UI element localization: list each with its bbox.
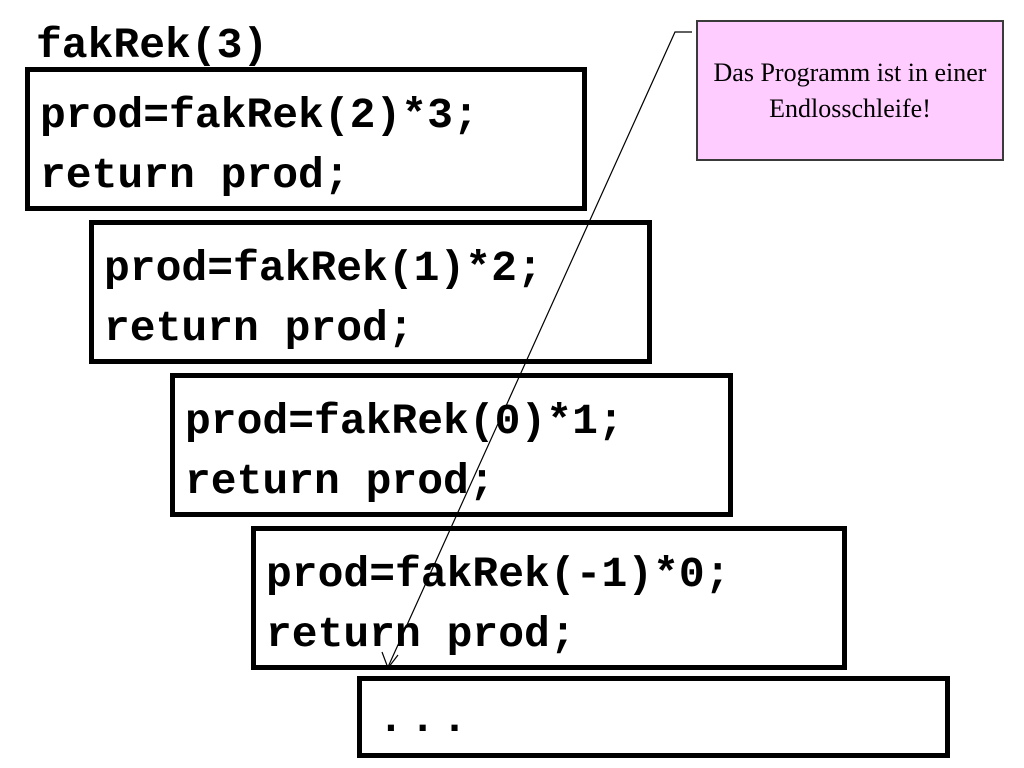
ellipsis-text: ... (378, 695, 474, 744)
callout-note: Das Programm ist in einer Endlosschleife… (696, 20, 1004, 161)
frame-1-line-1: prod=fakRek(2)*3; (40, 91, 479, 140)
callout-note-text: Das Programm ist in einer Endlosschleife… (713, 57, 987, 123)
call-title: fakRek(3) (36, 21, 269, 70)
frame-2-line-2: return prod; (104, 304, 414, 353)
frame-1-line-2: return prod; (40, 151, 350, 200)
frame-3-line-1: prod=fakRek(0)*1; (185, 397, 624, 446)
call-frame-2: prod=fakRek(1)*2; return prod; (89, 220, 652, 364)
frame-3-line-2: return prod; (185, 457, 495, 506)
call-frame-3: prod=fakRek(0)*1; return prod; (170, 373, 733, 517)
call-frame-1: prod=fakRek(2)*3; return prod; (25, 67, 587, 211)
frame-4-line-2: return prod; (266, 610, 576, 659)
call-frame-ellipsis: ... (357, 676, 950, 758)
frame-2-line-1: prod=fakRek(1)*2; (104, 244, 543, 293)
call-frame-4: prod=fakRek(-1)*0; return prod; (251, 526, 847, 670)
frame-4-line-1: prod=fakRek(-1)*0; (266, 550, 731, 599)
